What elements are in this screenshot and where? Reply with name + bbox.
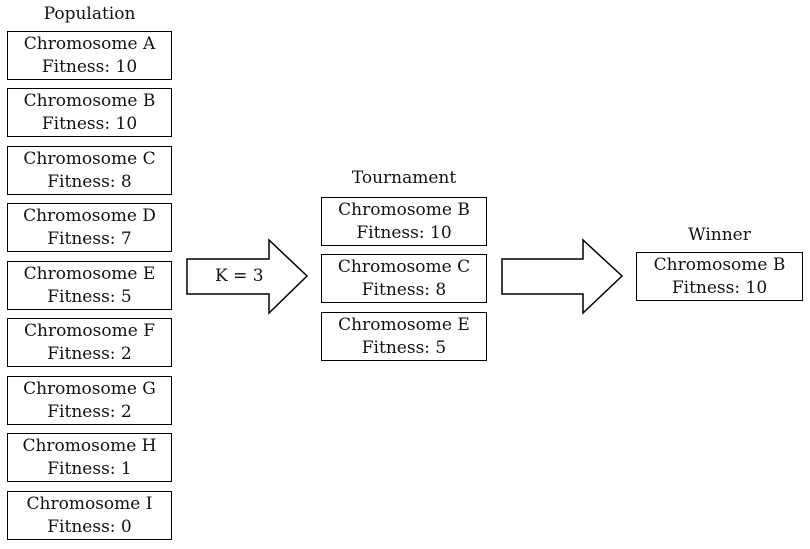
winner-arrow [501, 238, 624, 315]
chromosome-name: Chromosome G [23, 378, 156, 399]
chromosome-fitness: Fitness: 10 [41, 56, 138, 77]
chromosome-fitness: Fitness: 2 [47, 401, 132, 422]
population-chromosome-e: Chromosome E Fitness: 5 [7, 261, 172, 310]
chromosome-fitness: Fitness: 5 [361, 337, 447, 358]
population-title: Population [43, 4, 136, 24]
chromosome-fitness: Fitness: 10 [41, 113, 138, 134]
tournament-chromosome-e: Chromosome E Fitness: 5 [321, 312, 487, 361]
population-chromosome-i: Chromosome I Fitness: 0 [7, 491, 172, 540]
chromosome-name: Chromosome D [23, 205, 156, 226]
chromosome-fitness: Fitness: 8 [361, 279, 447, 300]
chromosome-name: Chromosome B [23, 90, 156, 111]
population-chromosome-f: Chromosome F Fitness: 2 [7, 318, 172, 367]
population-chromosome-g: Chromosome G Fitness: 2 [7, 376, 172, 425]
population-chromosome-h: Chromosome H Fitness: 1 [7, 433, 172, 482]
chromosome-name: Chromosome I [26, 493, 153, 514]
chromosome-fitness: Fitness: 5 [47, 286, 132, 307]
chromosome-name: Chromosome B [338, 199, 470, 220]
chromosome-name: Chromosome E [23, 263, 156, 284]
chromosome-fitness: Fitness: 10 [671, 277, 768, 298]
chromosome-name: Chromosome E [338, 314, 470, 335]
chromosome-fitness: Fitness: 8 [47, 171, 132, 192]
chromosome-fitness: Fitness: 7 [47, 228, 132, 249]
chromosome-name: Chromosome C [337, 256, 471, 277]
tournament-title: Tournament [351, 168, 457, 188]
chromosome-name: Chromosome H [22, 435, 157, 456]
winner-chromosome-b: Chromosome B Fitness: 10 [636, 252, 803, 301]
k-label: K = 3 [215, 266, 264, 286]
population-chromosome-d: Chromosome D Fitness: 7 [7, 203, 172, 252]
chromosome-name: Chromosome C [23, 148, 156, 169]
winner-title: Winner [688, 225, 751, 245]
tournament-chromosome-b: Chromosome B Fitness: 10 [321, 197, 487, 246]
chromosome-fitness: Fitness: 0 [47, 516, 132, 537]
population-chromosome-a: Chromosome A Fitness: 10 [7, 31, 172, 80]
chromosome-fitness: Fitness: 1 [47, 458, 132, 479]
chromosome-name: Chromosome F [23, 320, 155, 341]
tournament-chromosome-c: Chromosome C Fitness: 8 [321, 254, 487, 303]
population-chromosome-b: Chromosome B Fitness: 10 [7, 88, 172, 137]
chromosome-name: Chromosome A [23, 33, 156, 54]
population-chromosome-c: Chromosome C Fitness: 8 [7, 146, 172, 195]
chromosome-fitness: Fitness: 2 [47, 343, 132, 364]
selection-arrow [186, 238, 309, 315]
chromosome-name: Chromosome B [653, 254, 786, 275]
chromosome-fitness: Fitness: 10 [356, 222, 452, 243]
